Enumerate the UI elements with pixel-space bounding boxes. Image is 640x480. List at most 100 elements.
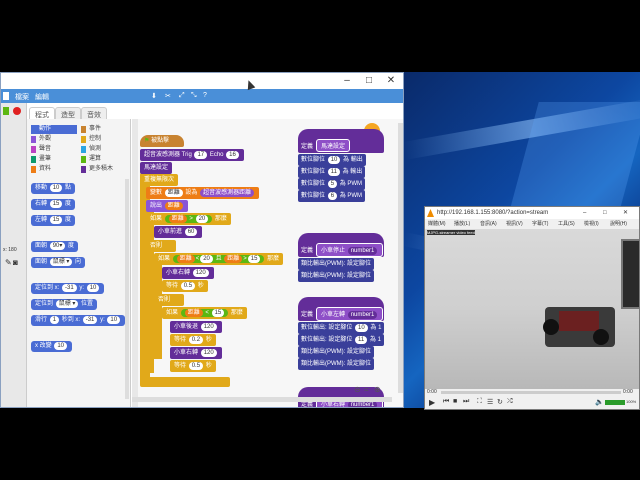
speed-input[interactable]: 120: [200, 323, 217, 331]
category-更多積木[interactable]: 更多積木: [81, 165, 127, 174]
say-block[interactable]: 說出 距離: [146, 200, 188, 212]
seconds-input[interactable]: 0.2: [188, 336, 204, 344]
procedure-argument[interactable]: number1: [347, 311, 378, 319]
playlist-icon[interactable]: ☰: [487, 399, 494, 406]
block-input[interactable]: 鼠標 ▾: [55, 300, 79, 308]
block-input[interactable]: 90▾: [49, 242, 66, 250]
car-backward-block[interactable]: 小車後退 120: [170, 321, 222, 333]
help-icon[interactable]: ?: [203, 92, 207, 99]
vertical-scrollbar[interactable]: [398, 123, 403, 393]
arduino-block[interactable]: 數位腳位 6 為 PWM: [298, 190, 366, 202]
when-flag-clicked-block[interactable]: ⚑ 被點擊: [140, 135, 184, 147]
variable-reporter[interactable]: 距離: [184, 309, 203, 317]
category-畫筆[interactable]: 畫筆: [31, 155, 77, 164]
speaker-icon[interactable]: 🔈: [595, 399, 604, 406]
define-prototype[interactable]: 小車左轉 number1: [316, 307, 384, 321]
minimize-button[interactable]: –: [344, 75, 350, 86]
tab-sounds[interactable]: 音效: [81, 107, 107, 122]
pin-input[interactable]: 10: [327, 156, 341, 164]
block-input[interactable]: -31: [82, 316, 98, 324]
loop-icon[interactable]: ↻: [497, 399, 503, 406]
stop-icon[interactable]: [13, 107, 21, 115]
vlc-menu-item[interactable]: 字幕(T): [532, 221, 549, 227]
arduino-block[interactable]: 數位腳位 11 為 輸出: [298, 166, 366, 178]
speed-input[interactable]: 120: [192, 269, 209, 277]
category-控制[interactable]: 控制: [81, 135, 127, 144]
maximize-button[interactable]: □: [603, 210, 607, 216]
green-flag-icon[interactable]: [3, 107, 9, 115]
block-input[interactable]: 15: [49, 216, 63, 224]
block-input[interactable]: 10: [107, 316, 121, 324]
fullscreen-icon[interactable]: ⛶: [477, 398, 482, 405]
arduino-block[interactable]: 類比輸出(PWM): 設定腳位: [298, 270, 374, 282]
arduino-block[interactable]: 類比輸出(PWM): 設定腳位: [298, 358, 374, 370]
palette-block[interactable]: 定位到 鼠標 ▾ 位置: [31, 299, 98, 310]
define-block[interactable]: 定義馬達設定: [298, 129, 384, 153]
pin-input[interactable]: 6: [327, 192, 338, 200]
palette-block[interactable]: 面朝 90▾ 度: [31, 241, 79, 252]
arduino-block[interactable]: 數位腳位 5 為 PWM: [298, 178, 366, 190]
define-block[interactable]: 定義小車左轉 number1: [298, 297, 384, 321]
ultrasonic-init-block[interactable]: 超音波感測器 Trig 17 Echo 16: [140, 149, 244, 161]
arduino-block[interactable]: 類比輸出(PWM): 設定腳位: [298, 258, 374, 270]
block-input[interactable]: 10: [54, 342, 68, 350]
pin-input[interactable]: 11: [355, 336, 368, 344]
seconds-input[interactable]: 0.5: [188, 362, 204, 370]
play-icon[interactable]: ▶: [429, 398, 436, 407]
set-variable-block[interactable]: 變數 距離 設為 超音波感測器距離: [146, 187, 260, 199]
stamp-icon[interactable]: ⬇: [151, 93, 157, 100]
menu-edit[interactable]: 編輯: [35, 94, 49, 101]
minimize-button[interactable]: –: [583, 210, 587, 216]
if-else-block[interactable]: 如果 距離 < 15 那麼: [162, 307, 247, 319]
shuffle-icon[interactable]: ⤮: [507, 398, 513, 405]
variable-dropdown[interactable]: 距離: [164, 189, 183, 197]
procedure-argument[interactable]: number1: [347, 247, 378, 255]
block-input[interactable]: 10: [86, 284, 100, 292]
number-input[interactable]: 15: [211, 309, 225, 317]
vlc-menu-item[interactable]: 音訊(A): [480, 221, 497, 227]
horizontal-scrollbar[interactable]: [132, 397, 392, 402]
category-運算[interactable]: 運算: [81, 155, 127, 164]
pin-input[interactable]: 5: [327, 180, 338, 188]
arduino-block[interactable]: 類比輸出(PWM): 設定腳位: [298, 346, 374, 358]
and-op[interactable]: 距離<20 且 距離>15: [172, 255, 265, 263]
echo-pin-input[interactable]: 16: [226, 151, 239, 159]
volume-slider[interactable]: [605, 400, 625, 405]
close-button[interactable]: ✕: [623, 210, 629, 216]
define-block[interactable]: 定義小車停止 number1: [298, 233, 384, 257]
zoom-reset-icon[interactable]: =: [364, 385, 369, 394]
paint-icon[interactable]: ✎: [5, 258, 12, 267]
previous-icon[interactable]: ⏮: [443, 398, 450, 405]
shrink-icon[interactable]: ⤡: [191, 92, 197, 99]
vlc-menu-item[interactable]: 工具(S): [558, 221, 575, 227]
camera-icon[interactable]: ◙: [13, 258, 18, 267]
block-input[interactable]: 15: [49, 200, 63, 208]
category-外觀[interactable]: 外觀: [31, 135, 77, 144]
palette-block[interactable]: 移動 10 點: [31, 183, 76, 194]
define-prototype[interactable]: 小車停止 number1: [316, 243, 384, 257]
palette-scrollbar[interactable]: [125, 179, 129, 399]
procedure-argument[interactable]: number1: [347, 401, 378, 407]
vlc-menu-item[interactable]: 播放(L): [454, 221, 471, 227]
stop-icon[interactable]: ■: [453, 398, 458, 405]
define-prototype[interactable]: 馬達設定: [316, 139, 351, 152]
arduino-block[interactable]: 數位腳位 10 為 輸出: [298, 154, 366, 166]
vlc-menu-item[interactable]: 視訊(V): [506, 221, 523, 227]
palette-block[interactable]: x 改變 10: [31, 341, 73, 352]
number-input[interactable]: 20: [195, 215, 209, 223]
speed-input[interactable]: 60: [184, 228, 198, 236]
speed-input[interactable]: 120: [200, 349, 217, 357]
car-turn-right-block[interactable]: 小車右轉 120: [162, 267, 214, 279]
menu-file[interactable]: 檔案: [15, 94, 29, 101]
if-else-block[interactable]: 如果 距離<20 且 距離>15 那麼: [154, 253, 284, 265]
number-input[interactable]: 15: [247, 255, 261, 263]
palette-block[interactable]: 左轉 15 度: [31, 215, 76, 226]
zoom-out-icon[interactable]: ⊖: [354, 385, 361, 394]
variable-reporter[interactable]: 距離: [168, 215, 187, 223]
block-input[interactable]: 1: [49, 316, 60, 324]
close-button[interactable]: ✕: [386, 75, 396, 86]
maximize-button[interactable]: □: [365, 75, 373, 86]
pin-input[interactable]: 11: [327, 168, 340, 176]
arduino-block[interactable]: 數位輸出: 設定腳位 10 為 1: [298, 322, 385, 334]
zoom-in-icon[interactable]: ⊕: [374, 385, 381, 394]
